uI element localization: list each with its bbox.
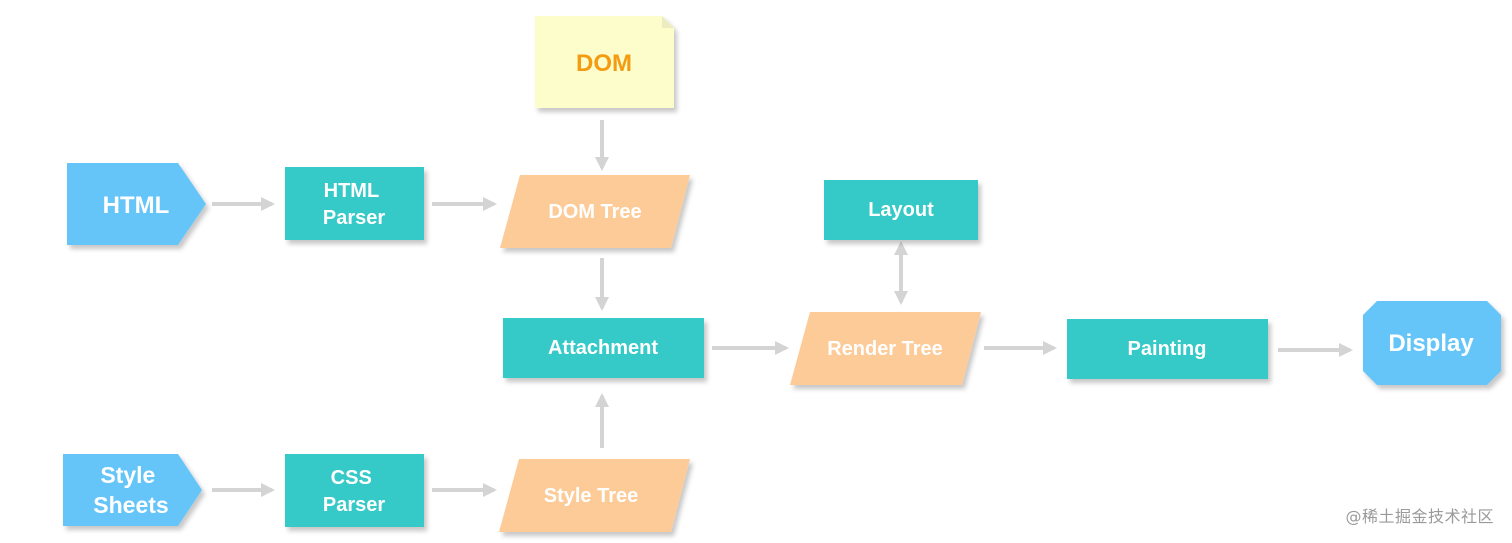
css-parser-label-line2: Parser bbox=[323, 494, 385, 516]
html-input-label: HTML bbox=[103, 192, 170, 219]
style-sheets-label-line1: Style bbox=[100, 462, 155, 488]
html-input-node bbox=[67, 163, 206, 245]
attachment-label: Attachment bbox=[548, 337, 658, 359]
layout-label: Layout bbox=[868, 199, 934, 221]
css-parser-label-line1: CSS bbox=[331, 467, 372, 489]
style-sheets-label: Style Sheets bbox=[93, 462, 168, 518]
style-sheets-input-node bbox=[63, 454, 202, 526]
display-node bbox=[1363, 301, 1501, 385]
layout-node bbox=[824, 180, 978, 240]
render-tree-node bbox=[790, 312, 981, 385]
dom-tree-node bbox=[500, 175, 690, 248]
dom-note-fold bbox=[662, 16, 674, 28]
style-tree-label: Style Tree bbox=[544, 485, 639, 507]
dom-tree-label: DOM Tree bbox=[548, 201, 641, 223]
dom-note-node bbox=[535, 16, 674, 108]
connectors bbox=[212, 120, 1353, 497]
watermark: @稀土掘金技术社区 bbox=[1345, 507, 1494, 526]
style-tree-node bbox=[499, 459, 690, 532]
style-sheets-label-line2: Sheets bbox=[93, 492, 168, 518]
dom-note-shape bbox=[535, 16, 674, 108]
css-parser-node bbox=[285, 454, 424, 527]
css-parser-label: CSS Parser bbox=[323, 467, 385, 516]
display-label: Display bbox=[1388, 330, 1474, 357]
painting-label: Painting bbox=[1128, 338, 1207, 360]
html-parser-label: HTML Parser bbox=[323, 180, 385, 229]
dom-note-label: DOM bbox=[576, 50, 632, 77]
render-tree-label: Render Tree bbox=[827, 338, 943, 360]
attachment-node bbox=[503, 318, 704, 378]
html-parser-node bbox=[285, 167, 424, 240]
painting-node bbox=[1067, 319, 1268, 379]
html-parser-label-line2: Parser bbox=[323, 207, 385, 229]
html-parser-label-line1: HTML bbox=[324, 180, 379, 202]
